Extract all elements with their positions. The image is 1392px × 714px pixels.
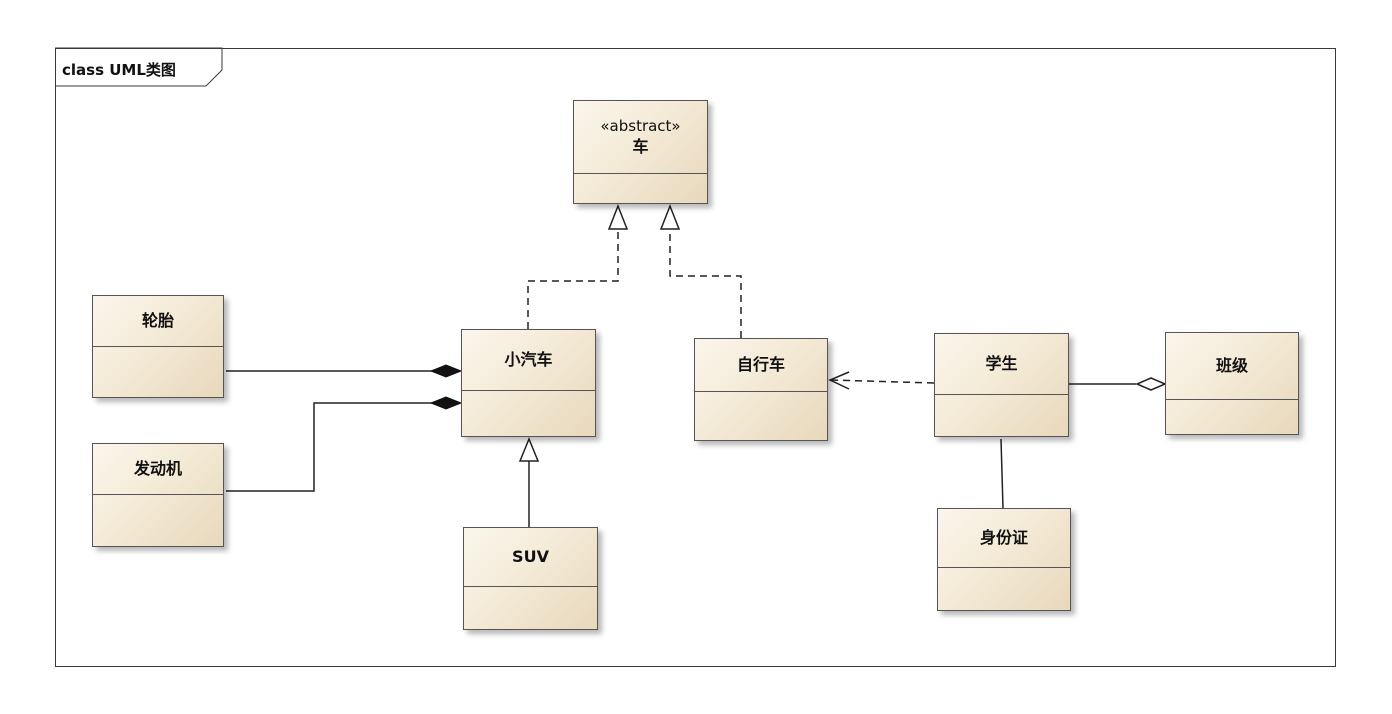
association-xuesheng-shenfenzheng[interactable] xyxy=(1000,438,1004,509)
class-header: 小汽车 xyxy=(462,330,595,391)
class-xiaoqiche[interactable]: 小汽车 xyxy=(461,329,596,437)
composition-fadongji-xiaoqiche[interactable] xyxy=(226,402,432,492)
stereotype-label: «abstract» xyxy=(600,117,681,135)
class-header: «abstract» 车 xyxy=(574,101,707,174)
class-name: 发动机 xyxy=(133,459,182,478)
class-header: SUV xyxy=(464,528,597,587)
diagram-frame xyxy=(55,48,1336,667)
composition-diamond-fadongji xyxy=(429,396,463,410)
realization-arrowhead-zixingche xyxy=(659,203,681,230)
class-header: 发动机 xyxy=(93,444,223,495)
class-suv[interactable]: SUV xyxy=(463,527,598,630)
class-name: 身份证 xyxy=(979,528,1028,547)
class-name: 自行车 xyxy=(736,355,785,374)
class-name: 小汽车 xyxy=(504,350,553,369)
class-zixingche[interactable]: 自行车 xyxy=(694,338,828,441)
class-header: 轮胎 xyxy=(93,296,223,347)
aggregation-diamond-banji xyxy=(1135,377,1167,391)
generalization-arrowhead-suv xyxy=(518,437,540,462)
realization-zixingche-che[interactable] xyxy=(669,229,742,338)
dependency-xuesheng-zixingche[interactable] xyxy=(830,379,935,384)
class-name: 学生 xyxy=(985,354,1018,373)
realization-xiaoqiche-che[interactable] xyxy=(527,229,619,329)
class-shenfenzheng[interactable]: 身份证 xyxy=(937,508,1071,611)
composition-diamond-luntai xyxy=(429,364,463,378)
class-name: 车 xyxy=(632,137,649,156)
realization-arrowhead-xiaoqiche xyxy=(607,203,629,230)
class-xuesheng[interactable]: 学生 xyxy=(934,333,1069,437)
class-fadongji[interactable]: 发动机 xyxy=(92,443,224,547)
class-header: 班级 xyxy=(1166,333,1298,400)
class-banji[interactable]: 班级 xyxy=(1165,332,1299,435)
class-che[interactable]: «abstract» 车 xyxy=(573,100,708,204)
class-name: SUV xyxy=(512,547,549,566)
class-name: 班级 xyxy=(1215,356,1248,375)
class-header: 自行车 xyxy=(695,339,827,392)
class-header: 学生 xyxy=(935,334,1068,395)
frame-label: class UML类图 xyxy=(62,61,176,79)
class-name: 轮胎 xyxy=(141,311,174,330)
class-luntai[interactable]: 轮胎 xyxy=(92,295,224,398)
dependency-arrowhead xyxy=(828,371,850,390)
class-header: 身份证 xyxy=(938,509,1070,568)
